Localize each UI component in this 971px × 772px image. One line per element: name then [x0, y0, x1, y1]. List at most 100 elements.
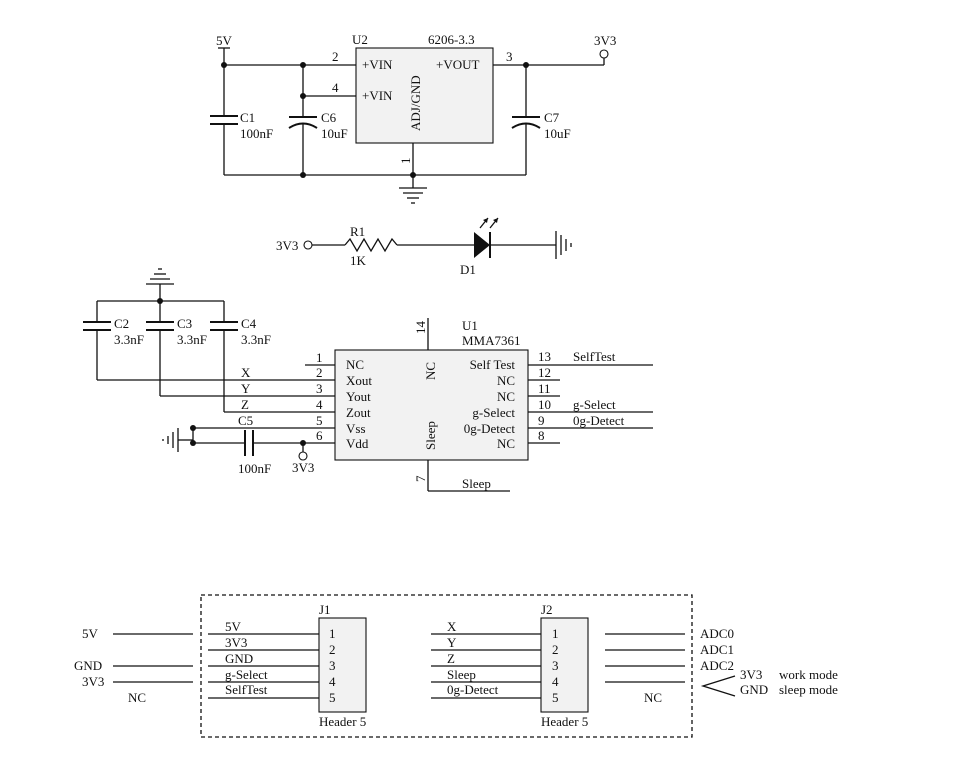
u2-pin-vin: +VIN: [362, 57, 393, 72]
net-label-3v3-reg: 3V3: [594, 33, 616, 48]
regulator-u2-body: [355, 47, 494, 144]
connector-j2: J2 Header 5 X Y Z Sleep 0g-Detect 1 2 3 …: [431, 602, 589, 729]
capacitor-c3: C3 3.3nF: [146, 301, 207, 396]
ext-label-adc2: ADC2: [700, 658, 734, 673]
net-g-select: g-Select: [573, 397, 616, 412]
capacitor-c6: C6 10uF: [288, 65, 348, 175]
j2-net: Sleep: [447, 667, 476, 682]
c2-ref: C2: [114, 316, 129, 331]
vdd-net-3v3: 3V3: [292, 460, 314, 475]
accelerometer-u1-body: [334, 349, 529, 461]
u1-part: MMA7361: [462, 333, 521, 348]
j1-pin: 4: [329, 674, 336, 689]
u2-pin-num-4: 4: [332, 80, 339, 95]
u2-pin-vout: +VOUT: [436, 57, 479, 72]
u1-pin-num-7: 7: [413, 475, 428, 482]
u1-pin-num: 2: [316, 365, 323, 380]
capacitor-c2: C2 3.3nF: [83, 301, 144, 380]
j2-body: [540, 617, 589, 713]
mode-gnd-desc: sleep mode: [779, 682, 838, 697]
ground-icon: [555, 231, 572, 259]
board-outline: [200, 594, 693, 738]
j1-body: [318, 617, 367, 713]
u1-pin-name: NC: [497, 436, 515, 451]
net-z: Z: [241, 397, 249, 412]
j2-pin: 3: [552, 658, 559, 673]
ext-label-nc-left: NC: [128, 690, 146, 705]
j2-net: 0g-Detect: [447, 682, 499, 697]
ext-label-gnd: GND: [74, 658, 102, 673]
connector-section: 5V GND 3V3 NC J1 Header 5 5V 3V3 GND g-S…: [40, 578, 918, 738]
c3-ref: C3: [177, 316, 192, 331]
u1-pin-name: Xout: [346, 373, 372, 388]
u1-pin-num: 12: [538, 365, 551, 380]
c6-ref: C6: [321, 110, 337, 125]
j2-net: Z: [447, 651, 455, 666]
j1-net: SelfTest: [225, 682, 268, 697]
d1-ref: D1: [460, 262, 476, 277]
u2-pin-vin2: +VIN: [362, 88, 393, 103]
ground-icon: [162, 428, 179, 452]
j2-pin: 2: [552, 642, 559, 657]
ext-label-nc-right: NC: [644, 690, 662, 705]
u1-pin-num: 4: [316, 397, 323, 412]
u1-pin-name: NC: [346, 357, 364, 372]
c4-value: 3.3nF: [241, 332, 271, 347]
j1-pin: 3: [329, 658, 336, 673]
j2-pin: 4: [552, 674, 559, 689]
ground-icon: [146, 268, 174, 285]
u1-pin-num: 1: [316, 350, 323, 365]
j1-pin: 2: [329, 642, 336, 657]
u1-pin-name: Yout: [346, 389, 371, 404]
capacitor-c7: C7 10uF: [511, 65, 571, 175]
u1-pin-name: g-Select: [472, 405, 515, 420]
c5-ref: C5: [238, 413, 253, 428]
u1-pin-name-nc-top: NC: [423, 362, 438, 380]
u1-pin-num: 11: [538, 381, 551, 396]
led-net-3v3: 3V3: [276, 238, 298, 253]
mode-3v3-label: 3V3: [740, 667, 762, 682]
u1-pin-name: Self Test: [470, 357, 516, 372]
r1-ref: R1: [350, 224, 365, 239]
u1-pin-num: 9: [538, 413, 545, 428]
u1-pin-num: 10: [538, 397, 551, 412]
led-section: 3V3 R1 1K D1: [276, 217, 572, 277]
c5-value: 100nF: [238, 461, 271, 476]
ext-label-adc1: ADC1: [700, 642, 734, 657]
mode-3v3-desc: work mode: [779, 667, 838, 682]
u2-pin-num-2: 2: [332, 49, 339, 64]
j2-pin: 5: [552, 690, 559, 705]
c1-value: 100nF: [240, 126, 273, 141]
j1-net: 5V: [225, 619, 242, 634]
ext-label-3v3: 3V3: [82, 674, 104, 689]
r1-value: 1K: [350, 253, 367, 268]
u1-pin-num: 5: [316, 413, 323, 428]
u1-pin-name: NC: [497, 373, 515, 388]
j2-net: Y: [447, 635, 457, 650]
net-y: Y: [241, 381, 251, 396]
j2-net: X: [447, 619, 457, 634]
u2-part: 6206-3.3: [428, 32, 475, 47]
c7-ref: C7: [544, 110, 560, 125]
net-x: X: [241, 365, 251, 380]
ext-label-adc0: ADC0: [700, 626, 734, 641]
accelerometer-section: C2 3.3nF C3 3.3nF C4 3.3nF X Y: [83, 268, 653, 492]
u1-ref: U1: [462, 318, 478, 333]
net-sleep: Sleep: [462, 476, 491, 491]
c2-value: 3.3nF: [114, 332, 144, 347]
u2-pin-gnd: ADJ/GND: [408, 75, 423, 131]
j1-net: 3V3: [225, 635, 247, 650]
j1-pin: 1: [329, 626, 336, 641]
connector-j1: J1 Header 5 5V 3V3 GND g-Select SelfTest…: [208, 602, 367, 729]
c4-ref: C4: [241, 316, 257, 331]
u2-pin-num-1: 1: [398, 158, 413, 165]
u1-pin-num: 3: [316, 381, 323, 396]
u1-pin-num: 8: [538, 428, 545, 443]
j1-pin: 5: [329, 690, 336, 705]
net-selftest: SelfTest: [573, 349, 616, 364]
ext-label-5v: 5V: [82, 626, 99, 641]
capacitor-c5: C5 100nF: [193, 413, 303, 476]
j2-part: Header 5: [541, 714, 588, 729]
j1-ref: J1: [319, 602, 331, 617]
